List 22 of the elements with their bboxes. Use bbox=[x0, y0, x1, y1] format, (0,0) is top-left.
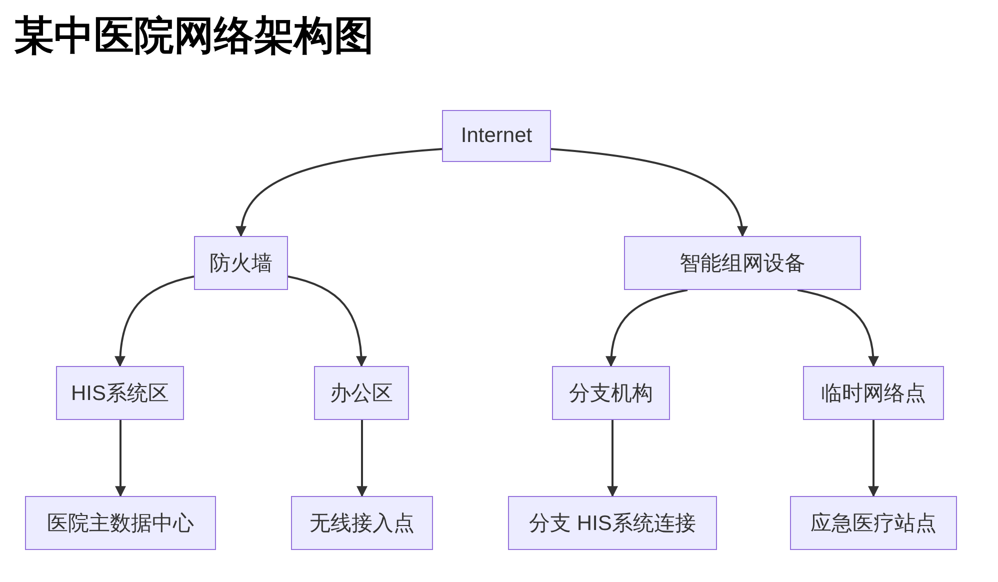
arrow bbox=[288, 276, 367, 368]
arrow bbox=[606, 289, 688, 368]
title: 某中医院网络架构图 bbox=[14, 13, 374, 60]
arrow bbox=[236, 148, 442, 238]
process-box: 医院主数据中心 bbox=[25, 496, 216, 550]
process-box: 智能组网设备 bbox=[624, 236, 861, 290]
arrow bbox=[115, 420, 126, 498]
process-box: Internet bbox=[442, 110, 551, 162]
process-box: 防火墙 bbox=[194, 236, 288, 290]
process-box: 应急医疗站点 bbox=[790, 496, 957, 550]
process-box: 分支 HIS系统连接 bbox=[508, 496, 717, 550]
arrow bbox=[356, 420, 368, 498]
process-box: 办公区 bbox=[314, 366, 409, 420]
process-box: 分支机构 bbox=[552, 366, 670, 420]
process-box: HIS系统区 bbox=[56, 366, 184, 420]
process-box: 临时网络点 bbox=[803, 366, 944, 420]
arrow bbox=[607, 420, 618, 498]
arrow bbox=[868, 420, 879, 498]
arrow bbox=[797, 289, 879, 368]
arrow bbox=[550, 148, 748, 238]
arrow bbox=[114, 276, 194, 368]
process-box: 无线接入点 bbox=[291, 496, 433, 550]
